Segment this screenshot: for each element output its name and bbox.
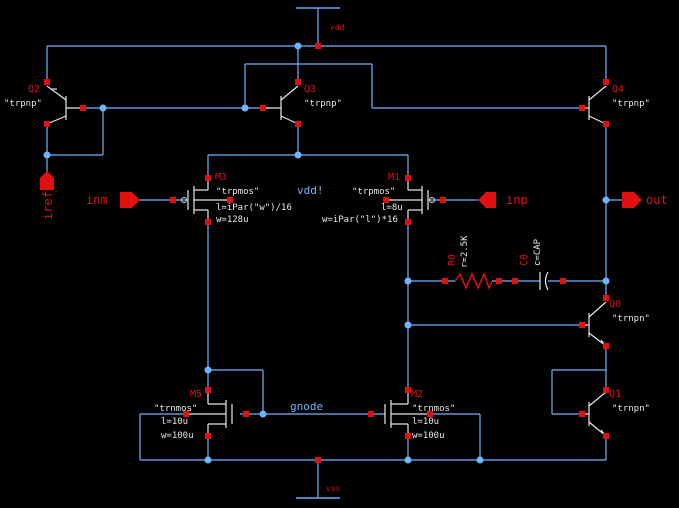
resistor-r0-symbol[interactable] (454, 271, 493, 291)
q0-name-label: Q0 (609, 299, 621, 310)
q3-model-label: "trpnp" (304, 99, 342, 109)
q0-model-label: "trnpn" (612, 314, 650, 324)
pin-inp-glyph[interactable] (478, 192, 496, 208)
pin-inm-glyph[interactable] (120, 192, 140, 208)
pins (40, 171, 642, 208)
m3-l-label: l=iPar("w")/16 (216, 203, 292, 213)
m2-model-label: "trnmos" (412, 404, 455, 414)
m5-l-label: l=10u (161, 417, 188, 427)
m3-name-label: M3 (215, 172, 227, 183)
m5-w-label: w=100u (161, 431, 194, 441)
junctions (43, 42, 610, 464)
device-symbols (46, 85, 607, 437)
q3-name-label: Q3 (304, 84, 316, 95)
vdd-bang-net-label: vdd! (297, 184, 324, 197)
q2-model-label: "trpnp" (4, 99, 42, 109)
m1-w-label: w=iPar("l")*16 (322, 215, 398, 225)
transistor-m5-symbol[interactable] (186, 390, 233, 436)
wires (46, 7, 630, 499)
pin-iref-label: iref (41, 191, 55, 220)
c0-value-label: c=CAP (533, 238, 543, 266)
m2-w-label: w=100u (412, 431, 445, 441)
vdd-label: vdd (330, 23, 345, 32)
m3-model-label: "trpmos" (216, 187, 259, 197)
q1-model-label: "trnpn" (612, 404, 650, 414)
terminals (44, 43, 609, 463)
transistor-m1-symbol[interactable] (386, 178, 435, 222)
capacitor-c0-symbol[interactable] (539, 271, 549, 291)
q4-model-label: "trpnp" (612, 99, 650, 109)
m1-model-label: "trpmos" (352, 187, 395, 197)
m1-name-label: M1 (388, 172, 400, 183)
vss-label: vss (326, 484, 341, 493)
q4-name-label: Q4 (612, 84, 624, 95)
m2-name-label: M2 (411, 389, 423, 400)
pin-inp-label: inp (506, 193, 528, 207)
pin-inm-label: inm (86, 193, 108, 207)
r0-name-label: R0 (447, 254, 458, 266)
transistor-m2-symbol[interactable] (384, 390, 430, 436)
pin-iref-glyph[interactable] (40, 171, 54, 190)
m5-model-label: "trnmos" (154, 404, 197, 414)
q2-name-label: Q2 (28, 84, 40, 95)
labels: vdd vss Q2 "trpnp" Q3 "trpnp" Q4 "trpnp"… (4, 23, 668, 493)
pin-out-glyph[interactable] (622, 192, 642, 208)
r0-value-label: r=2.5K (460, 235, 470, 268)
c0-name-label: C0 (519, 254, 530, 266)
pin-out-label: out (646, 193, 668, 207)
q1-name-label: Q1 (609, 389, 621, 400)
m1-l-label: l=8u (381, 203, 403, 213)
m5-name-label: M5 (190, 389, 202, 400)
m3-w-label: w=128u (216, 215, 249, 225)
m2-l-label: l=10u (412, 417, 439, 427)
gnode-net-label: gnode (290, 400, 323, 413)
